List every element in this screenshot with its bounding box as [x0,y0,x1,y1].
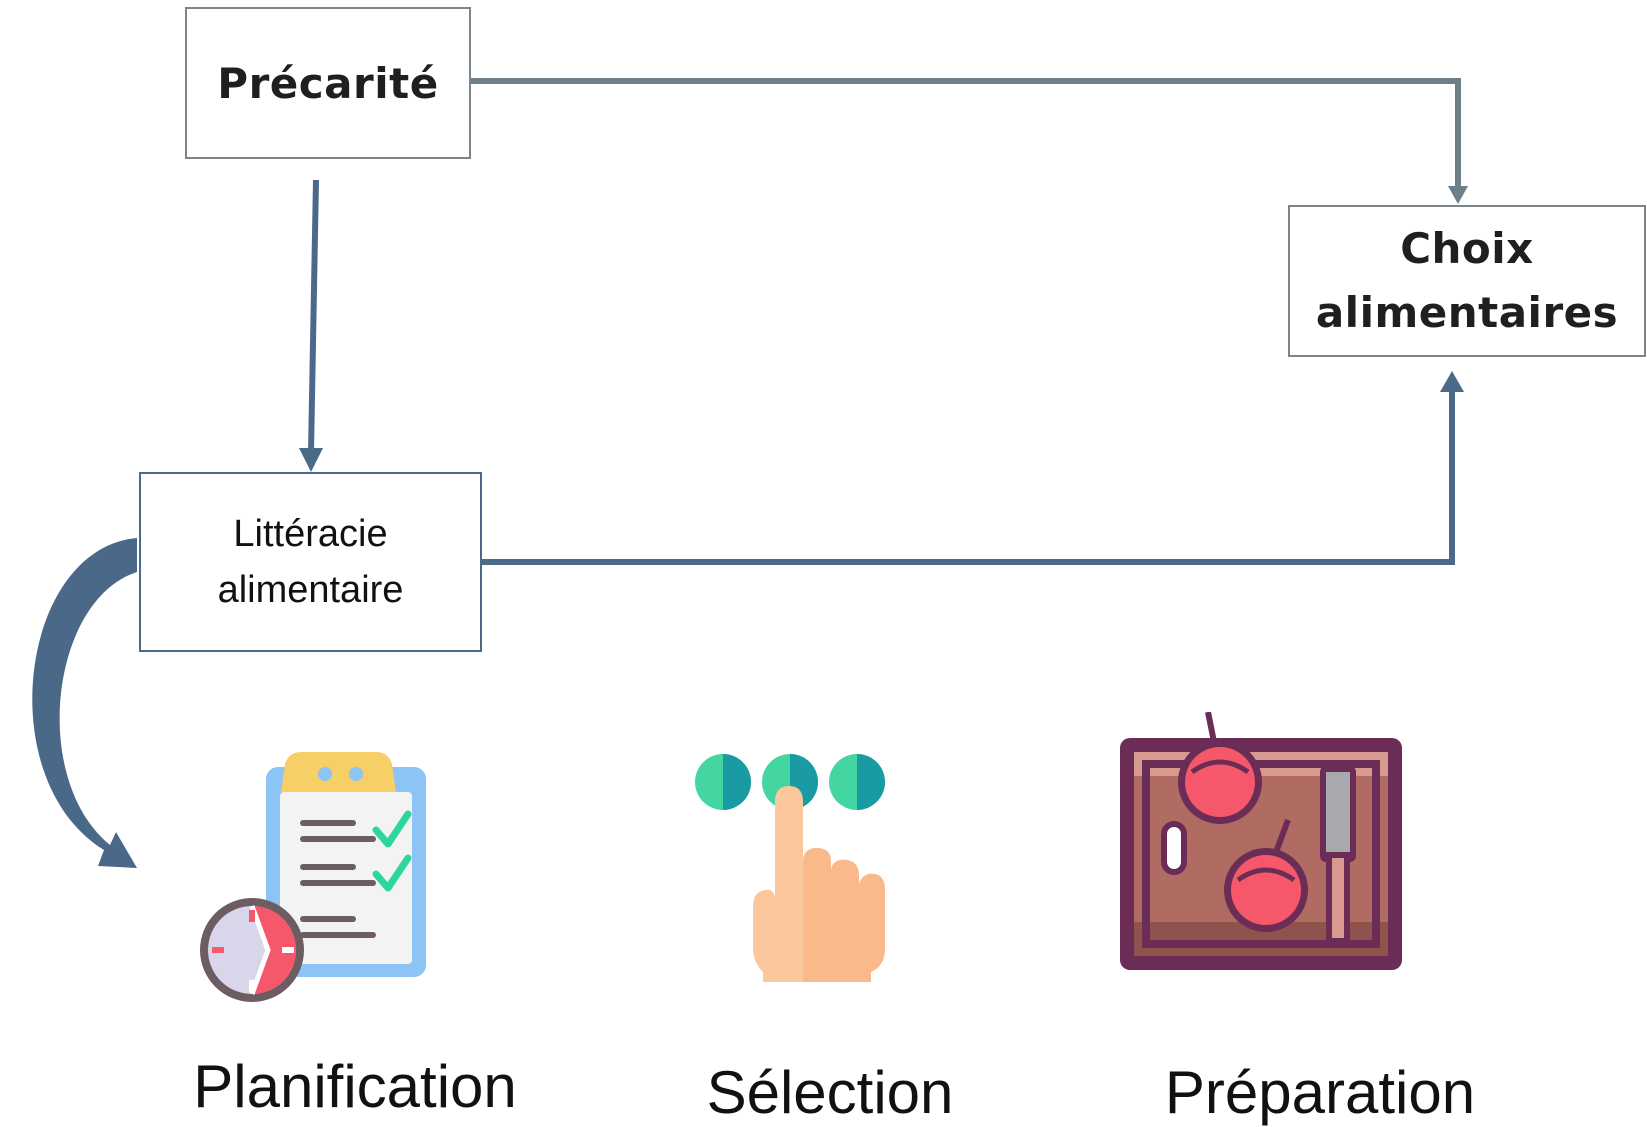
node-choix-label: Choix alimentaires [1315,224,1619,337]
hand-select-icon [695,754,885,982]
edge-precarite-litteracie [299,179,323,472]
edge-litteracie-planification [32,538,137,868]
cutting-board-icon [1120,712,1402,970]
edge-litteracie-choix [482,371,1464,565]
node-choix-alimentaires: Choix alimentaires [1288,205,1646,357]
node-precarite-label: Précarité [217,58,439,108]
node-litteracie-alimentaire: Littéracie alimentaire [139,472,482,652]
clipboard-clock-icon [200,752,426,1002]
node-precarite: Précarité [185,7,471,159]
component-label-planification: Planification [193,1053,517,1120]
component-label-preparation: Préparation [1164,1059,1476,1126]
node-litteracie-label: Littéracie alimentaire [217,513,404,611]
edge-precarite-choix [471,78,1468,204]
component-label-selection: Sélection [706,1059,954,1126]
